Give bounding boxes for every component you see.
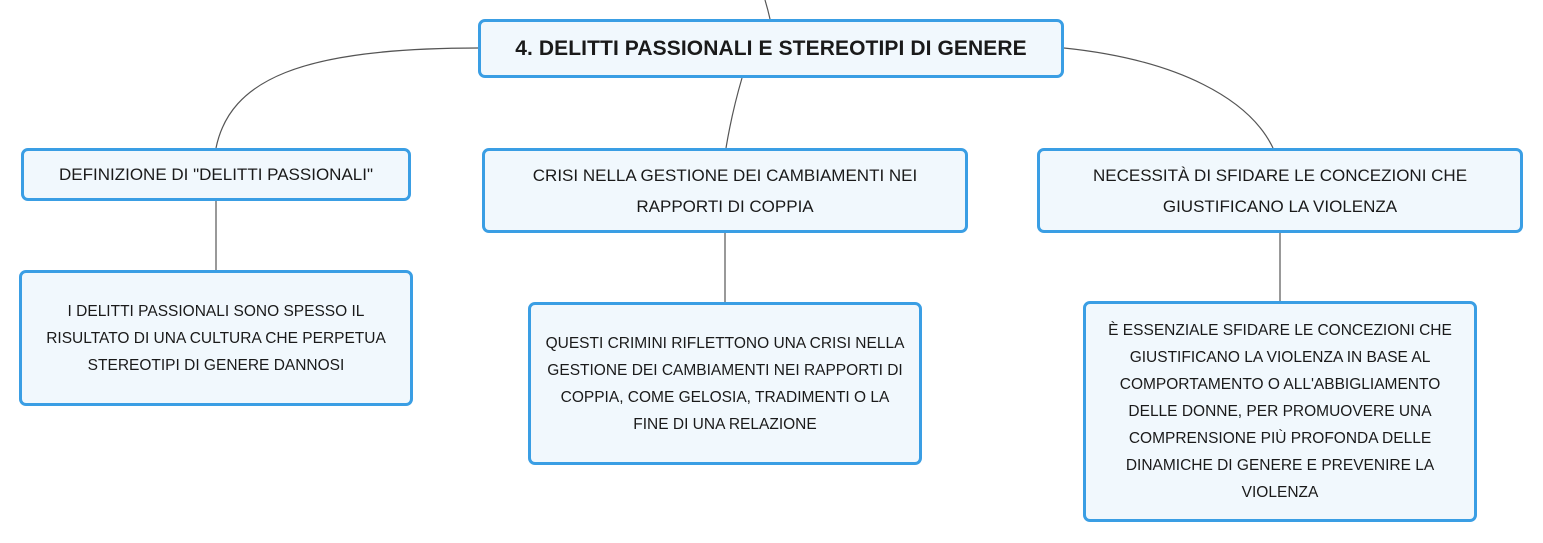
crisi-detail-node[interactable]: QUESTI CRIMINI RIFLETTONO UNA CRISI NELL… (528, 302, 922, 465)
necessita-detail-node[interactable]: È ESSENZIALE SFIDARE LE CONCEZIONI CHE G… (1083, 301, 1477, 522)
root-topic-node[interactable]: 4. DELITTI PASSIONALI E STEREOTIPI DI GE… (478, 19, 1064, 78)
necessita-detail-text: È ESSENZIALE SFIDARE LE CONCEZIONI CHE G… (1108, 322, 1452, 501)
root-topic-label: 4. DELITTI PASSIONALI E STEREOTIPI DI GE… (515, 36, 1027, 60)
definizione-detail-node[interactable]: I DELITTI PASSIONALI SONO SPESSO IL RISU… (19, 270, 413, 406)
branch-crisi-node[interactable]: CRISI NELLA GESTIONE DEI CAMBIAMENTI NEI… (482, 148, 968, 233)
branch-necessita-node[interactable]: NECESSITÀ DI SFIDARE LE CONCEZIONI CHE G… (1037, 148, 1523, 233)
connector-incoming (764, 0, 771, 20)
definizione-detail-text: I DELITTI PASSIONALI SONO SPESSO IL RISU… (46, 302, 386, 374)
connector-root-to-necessita (1063, 47, 1274, 149)
branch-definizione-label: DEFINIZIONE DI "DELITTI PASSIONALI" (58, 165, 374, 184)
branch-definizione-node[interactable]: DEFINIZIONE DI "DELITTI PASSIONALI" (21, 148, 411, 201)
branch-crisi-label: CRISI NELLA GESTIONE DEI CAMBIAMENTI NEI… (532, 165, 918, 216)
crisi-detail-text: QUESTI CRIMINI RIFLETTONO UNA CRISI NELL… (545, 334, 905, 433)
connector-root-to-definizione (215, 47, 479, 149)
connector-root-to-crisi (725, 77, 743, 149)
branch-necessita-label: NECESSITÀ DI SFIDARE LE CONCEZIONI CHE G… (1092, 165, 1468, 216)
